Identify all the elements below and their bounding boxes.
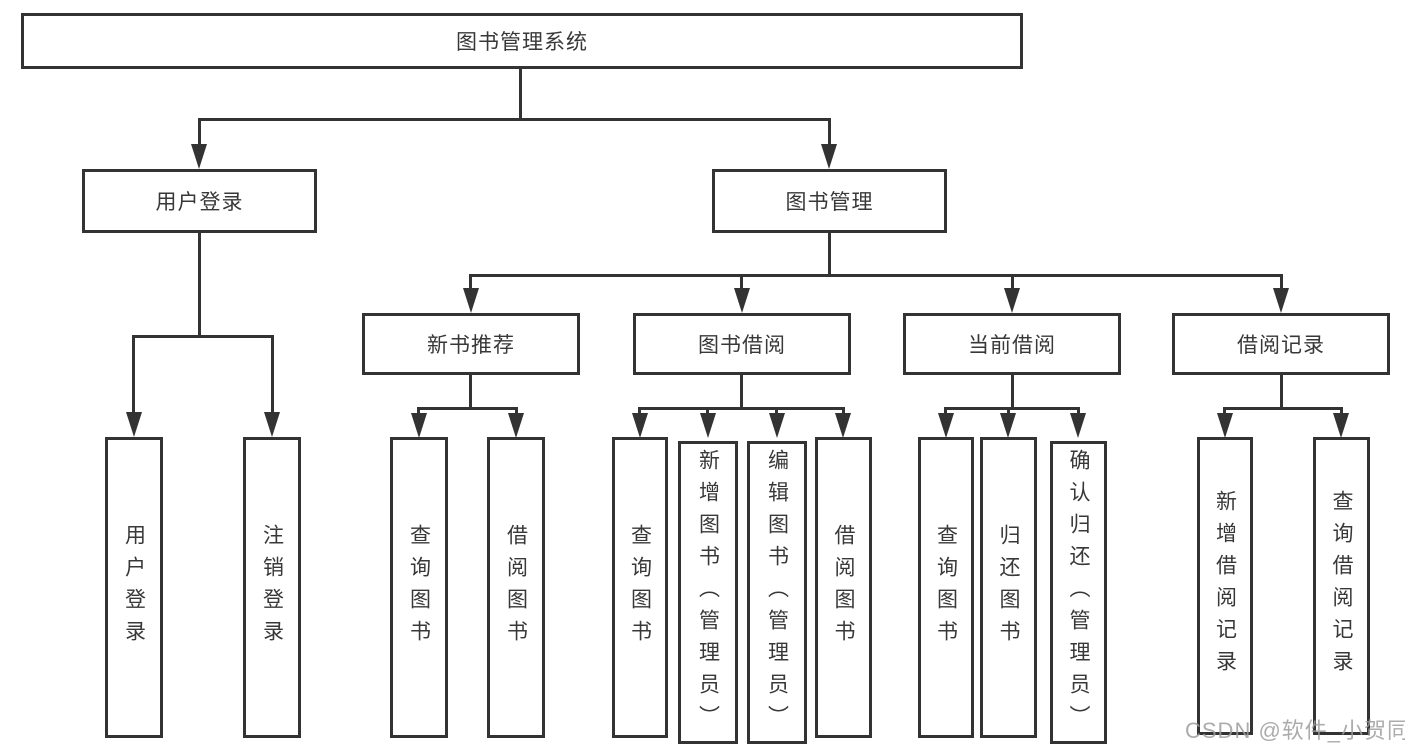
csdn-watermark: CSDN @软件_小贺同学 [1185, 718, 1405, 743]
leaf-label: 查询借阅记录 [1330, 490, 1353, 682]
arrow-down-icon [264, 412, 280, 437]
leaf-add-books-admin: 新增图书（管理员） [678, 441, 738, 744]
node-book-management: 图书管理 [712, 169, 947, 233]
arrow-down-icon [1273, 288, 1289, 313]
connector-stem [469, 375, 472, 410]
connector-children [944, 407, 1080, 410]
connector-book-mgmt-stem [828, 233, 831, 276]
leaf-borrow-books-recommend: 借阅图书 [487, 437, 545, 738]
leaf-label: 编辑图书（管理员） [765, 448, 789, 737]
leaf-label: 查询图书 [407, 523, 431, 652]
leaf-edit-books-admin: 编辑图书（管理员） [747, 441, 807, 744]
connector-arrow-shaft [842, 407, 845, 417]
node-new-book-recommend: 新书推荐 [362, 313, 580, 375]
leaf-label: 新增借阅记录 [1213, 490, 1237, 682]
connector-arrow-shaft [1011, 274, 1014, 292]
leaf-label: 新增图书（管理员） [696, 448, 720, 737]
leaf-confirm-return-admin: 确认归还（管理员） [1050, 441, 1107, 744]
connector-arrow-shaft [1280, 274, 1283, 292]
connector-children [417, 407, 518, 410]
arrow-down-icon [835, 413, 851, 438]
connector-arrow-shaft [198, 118, 201, 147]
leaf-logout: 注销登录 [243, 437, 301, 738]
connector-stem [740, 375, 743, 410]
arrow-down-icon [463, 288, 479, 313]
leaf-query-borrow-record: 查询借阅记录 [1313, 437, 1370, 735]
arrow-down-icon [938, 413, 954, 438]
connector-arrow-shaft [1223, 407, 1226, 417]
connector-stem [1011, 375, 1014, 410]
connector-arrow-shaft [775, 407, 778, 417]
connector-level2 [469, 274, 1283, 277]
node-current-borrowing: 当前借阅 [903, 313, 1121, 375]
leaf-label: 用户登录 [122, 523, 146, 652]
connector-arrow-shaft [1007, 407, 1010, 417]
connector-arrow-shaft [740, 274, 743, 292]
connector-arrow-shaft [1340, 407, 1343, 417]
leaf-label: 查询图书 [628, 523, 652, 652]
leaf-query-books-borrowing: 查询图书 [612, 437, 668, 738]
connector-arrow-shaft [828, 118, 831, 147]
connector-arrow-shaft [417, 407, 420, 417]
leaf-label: 借阅图书 [504, 523, 528, 652]
arrow-down-icon [191, 144, 207, 169]
arrow-down-icon [700, 413, 716, 438]
arrow-down-icon [632, 413, 648, 438]
connector-arrow-shaft [638, 407, 641, 417]
arrow-down-icon [508, 413, 524, 438]
connector-arrow-shaft [271, 335, 274, 414]
arrow-down-icon [1333, 413, 1349, 438]
connector-root-stem [519, 69, 522, 120]
leaf-user-login: 用户登录 [105, 437, 163, 738]
connector-stem [1280, 375, 1283, 410]
arrow-down-icon [1217, 413, 1233, 438]
arrow-down-icon [821, 144, 837, 169]
arrow-down-icon [734, 288, 750, 313]
leaf-borrow-books-borrowing: 借阅图书 [815, 437, 872, 738]
leaf-label: 注销登录 [260, 523, 284, 652]
connector-arrow-shaft [944, 407, 947, 417]
connector-children [1223, 407, 1343, 410]
leaf-label: 确认归还（管理员） [1067, 448, 1090, 737]
leaf-query-books-current: 查询图书 [918, 437, 974, 738]
arrow-down-icon [1000, 413, 1016, 438]
arrow-down-icon [411, 413, 427, 438]
connector-user-login-children [132, 335, 274, 338]
leaf-label: 归还图书 [997, 523, 1020, 652]
node-user-login: 用户登录 [82, 169, 317, 233]
node-library-management-system: 图书管理系统 [21, 13, 1023, 69]
connector-arrow-shaft [706, 407, 709, 417]
arrow-down-icon [769, 413, 785, 438]
leaf-return-books: 归还图书 [980, 437, 1037, 738]
connector-arrow-shaft [1077, 407, 1080, 417]
connector-arrow-shaft [515, 407, 518, 417]
arrow-down-icon [1004, 288, 1020, 313]
connector-user-login-stem [198, 233, 201, 338]
connector-arrow-shaft [469, 274, 472, 292]
arrow-down-icon [126, 412, 142, 437]
arrow-down-icon [1070, 413, 1086, 438]
leaf-query-books-recommend: 查询图书 [390, 437, 448, 738]
leaf-add-borrow-record: 新增借阅记录 [1197, 437, 1253, 735]
leaf-label: 借阅图书 [832, 523, 855, 652]
connector-arrow-shaft [132, 335, 135, 414]
connector-level1 [198, 118, 831, 121]
connector-children [638, 407, 845, 410]
node-borrowing-records: 借阅记录 [1172, 313, 1390, 375]
leaf-label: 查询图书 [934, 523, 958, 652]
node-book-borrowing: 图书借阅 [633, 313, 851, 375]
